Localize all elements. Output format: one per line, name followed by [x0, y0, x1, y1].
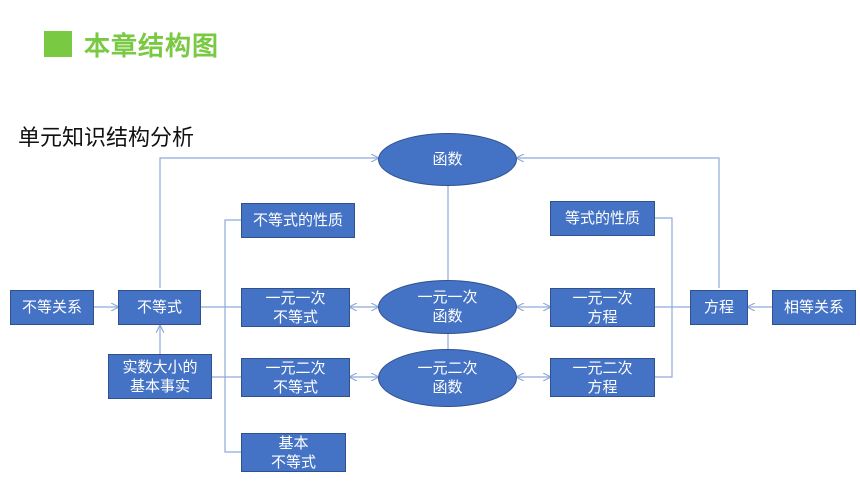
node-label: 基本 不等式 — [270, 433, 316, 471]
node-budengshi: 不等式 — [118, 290, 201, 325]
line-budengshi-hanshu — [159, 158, 378, 288]
node-yiyuan-yici-budengshi: 一元一次 不等式 — [241, 288, 350, 327]
node-label: 一元二次 方程 — [572, 358, 633, 396]
node-label: 方程 — [703, 298, 734, 316]
node-yiyuan-yici-fangcheng: 一元一次 方程 — [550, 288, 655, 327]
node-label: 不等式的性质 — [252, 211, 343, 229]
node-yiyuan-erci-budengshi: 一元二次 不等式 — [241, 358, 350, 397]
line-left-trunk — [224, 219, 241, 453]
title-square-icon — [44, 31, 72, 57]
node-label: 不等关系 — [21, 298, 82, 316]
node-budeng-guanxi: 不等关系 — [10, 290, 94, 325]
section-subtitle: 单元知识结构分析 — [18, 126, 195, 151]
line-right-trunk — [655, 217, 673, 378]
node-label: 不等式 — [136, 298, 182, 316]
node-yiyuan-erci-hanshu: 一元二次 函数 — [378, 349, 517, 407]
node-label: 等式的性质 — [564, 209, 640, 227]
node-fangcheng: 方程 — [690, 290, 748, 325]
node-yiyuan-yici-hanshu: 一元一次 函数 — [378, 280, 517, 334]
node-shishu-daxiao: 实数大小的 基本事实 — [108, 354, 212, 399]
node-label: 一元一次 方程 — [572, 288, 633, 326]
node-label: 相等关系 — [783, 298, 844, 316]
node-label: 一元二次 函数 — [417, 359, 478, 396]
node-label: 一元二次 不等式 — [265, 358, 326, 396]
node-label: 实数大小的 基本事实 — [122, 357, 198, 395]
node-budengshi-xingzhi: 不等式的性质 — [241, 203, 355, 238]
chapter-title-text: 本章结构图 — [84, 31, 220, 62]
chapter-title: 本章结构图 — [44, 30, 219, 62]
node-hanshu: 函数 — [378, 133, 517, 186]
node-yiyuan-erci-fangcheng: 一元二次 方程 — [550, 358, 655, 397]
node-label: 一元一次 函数 — [417, 288, 478, 325]
node-dengshi-xingzhi: 等式的性质 — [550, 201, 655, 236]
node-label: 函数 — [432, 150, 463, 168]
node-label: 一元一次 不等式 — [265, 288, 326, 326]
node-xiangdeng-guanxi: 相等关系 — [772, 290, 856, 325]
line-fangcheng-hanshu — [517, 158, 720, 288]
node-jiben-budengshi: 基本 不等式 — [241, 433, 346, 472]
